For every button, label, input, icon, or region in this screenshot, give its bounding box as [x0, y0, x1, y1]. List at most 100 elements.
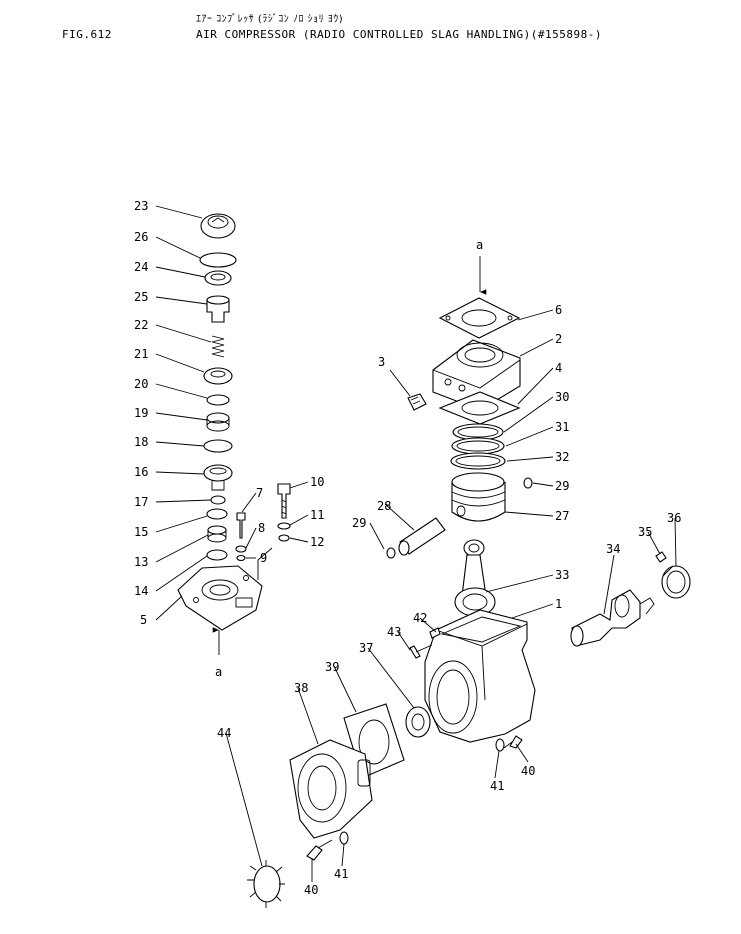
- piston-pin-part: [398, 517, 446, 556]
- seal-part: [204, 270, 232, 286]
- piston-part: [451, 472, 506, 522]
- callout-5: 5: [140, 613, 147, 627]
- washer-part: [277, 522, 291, 530]
- callout-11: 11: [310, 508, 324, 522]
- stud-part: [407, 393, 427, 411]
- callout-30: 30: [555, 390, 569, 404]
- callout-44: 44: [217, 726, 231, 740]
- washer-part: [495, 738, 505, 752]
- washer-part: [206, 394, 230, 406]
- bolt-part: [277, 483, 291, 519]
- callout-6: 6: [555, 303, 562, 317]
- connection-arrow-a: a: [212, 627, 222, 679]
- callout-18: 18: [134, 435, 148, 449]
- callout-38: 38: [294, 681, 308, 695]
- callout-9: 9: [260, 551, 267, 565]
- washer-part: [278, 534, 290, 542]
- callout-10: 10: [310, 475, 324, 489]
- o-ring-part: [199, 252, 237, 268]
- arrow-label: a: [215, 665, 222, 679]
- callout-41: 41: [334, 867, 348, 881]
- callout-8: 8: [258, 521, 265, 535]
- bolt-part: [409, 644, 433, 659]
- snap-ring-part: [523, 477, 533, 489]
- washer-part: [235, 545, 247, 553]
- washer-part: [206, 508, 228, 520]
- callout-27: 27: [555, 509, 569, 523]
- cylinder-head-part: [432, 339, 521, 411]
- callout-33: 33: [555, 568, 569, 582]
- callout-34: 34: [606, 542, 620, 556]
- callout-28: 28: [377, 499, 391, 513]
- crankcase-part: [424, 609, 536, 743]
- callout-26: 26: [134, 230, 148, 244]
- callout-40: 40: [521, 764, 535, 778]
- callout-labels: 23 26 24 25 22 21 20 19 18 16 17 15 13 1…: [134, 199, 681, 897]
- callout-25: 25: [134, 290, 148, 304]
- callout-29: 29: [555, 479, 569, 493]
- gasket-part: [438, 297, 521, 339]
- spring-part: [211, 335, 225, 358]
- diagram-title: AIR COMPRESSOR (RADIO CONTROLLED SLAG HA…: [196, 28, 602, 41]
- callout-1: 1: [555, 597, 562, 611]
- callout-17: 17: [134, 495, 148, 509]
- callout-39: 39: [325, 660, 339, 674]
- washer-part: [339, 831, 349, 845]
- callout-20: 20: [134, 377, 148, 391]
- ring-part: [206, 412, 230, 432]
- callout-36: 36: [667, 511, 681, 525]
- cylinder-head-cover-part: [177, 565, 263, 631]
- callout-22: 22: [134, 318, 148, 332]
- washer-part: [210, 495, 226, 505]
- end-cover-part: [289, 739, 373, 839]
- callout-7: 7: [256, 486, 263, 500]
- crankshaft-part: [570, 589, 655, 647]
- key-part: [429, 627, 441, 639]
- callout-31: 31: [555, 420, 569, 434]
- connecting-rod-part: [454, 539, 496, 617]
- callout-13: 13: [134, 555, 148, 569]
- valve-guide-part: [206, 295, 230, 323]
- callout-32: 32: [555, 450, 569, 464]
- callout-37: 37: [359, 641, 373, 655]
- bearing-part: [661, 565, 691, 599]
- callout-35: 35: [638, 525, 652, 539]
- callout-29: 29: [352, 516, 366, 530]
- valve-seat-part: [203, 367, 233, 385]
- washer-part: [206, 549, 228, 561]
- callout-14: 14: [134, 584, 148, 598]
- gasket-part: [438, 391, 521, 425]
- set-screw-part: [655, 551, 667, 563]
- bolt-part: [306, 839, 333, 861]
- sleeve-part: [207, 525, 227, 543]
- callout-23: 23: [134, 199, 148, 213]
- valve-body-part: [203, 464, 233, 491]
- gear-part: [247, 860, 285, 908]
- arrow-label: a: [476, 238, 483, 252]
- callout-16: 16: [134, 465, 148, 479]
- callout-15: 15: [134, 525, 148, 539]
- figure-number: FIG.612: [62, 28, 112, 41]
- o-ring-part: [203, 439, 233, 453]
- piston-ring-part: [450, 452, 506, 470]
- callout-19: 19: [134, 406, 148, 420]
- piston-ring-part: [451, 437, 505, 455]
- bolt-part: [503, 735, 523, 749]
- callout-40: 40: [304, 883, 318, 897]
- callout-24: 24: [134, 260, 148, 274]
- callout-2: 2: [555, 332, 562, 346]
- callout-43: 43: [387, 625, 401, 639]
- callout-3: 3: [378, 355, 385, 369]
- callout-42: 42: [413, 611, 427, 625]
- connection-arrow-a: a: [476, 238, 487, 295]
- washer-part: [405, 706, 431, 738]
- callout-21: 21: [134, 347, 148, 361]
- leader-lines: [155, 205, 677, 882]
- callout-4: 4: [555, 361, 562, 375]
- bolt-part: [236, 512, 246, 539]
- callout-12: 12: [310, 535, 324, 549]
- callout-41: 41: [490, 779, 504, 793]
- valve-cap-part: [200, 213, 236, 239]
- snap-ring-part: [386, 547, 396, 559]
